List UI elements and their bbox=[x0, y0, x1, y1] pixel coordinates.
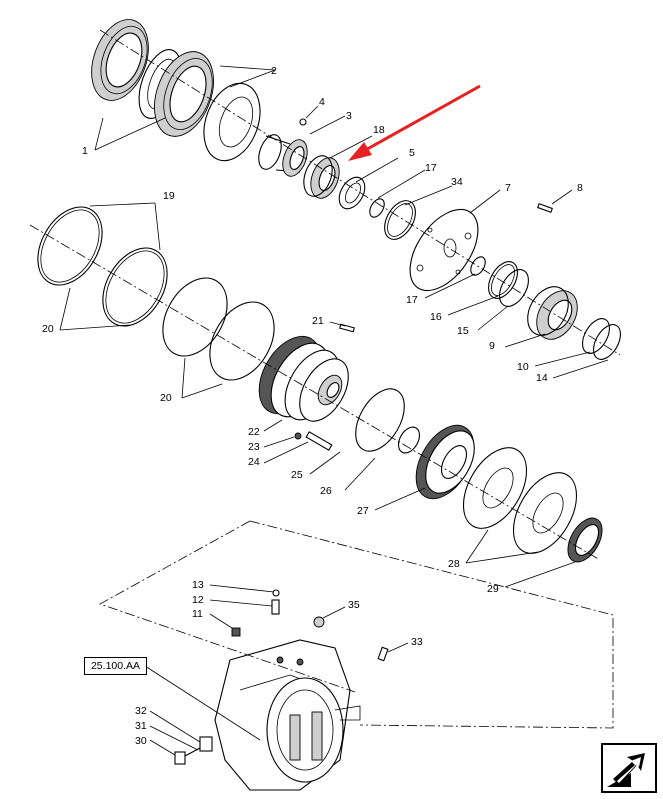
label-20-left: 20 bbox=[42, 323, 54, 335]
reference-code-box[interactable]: 25.100.AA bbox=[84, 657, 147, 675]
piston-plate-27[interactable] bbox=[404, 415, 486, 508]
label-2: 2 bbox=[271, 65, 277, 77]
o-ring-26[interactable] bbox=[346, 381, 424, 460]
label-30: 30 bbox=[135, 735, 147, 747]
disc-28b[interactable] bbox=[500, 462, 589, 564]
label-11: 11 bbox=[192, 608, 203, 620]
label-23: 23 bbox=[248, 441, 260, 453]
pin-24[interactable] bbox=[305, 431, 333, 451]
pin-4[interactable] bbox=[299, 105, 319, 126]
callout-labels: 1 2 4 3 18 5 17 34 7 8 19 17 16 15 20 21… bbox=[42, 65, 583, 747]
label-10: 10 bbox=[517, 361, 529, 373]
label-33: 33 bbox=[411, 636, 423, 648]
pin-8[interactable] bbox=[537, 189, 573, 213]
screw-30[interactable] bbox=[174, 747, 201, 765]
label-14: 14 bbox=[536, 372, 548, 384]
plug-33[interactable] bbox=[377, 646, 389, 662]
label-31: 31 bbox=[135, 720, 147, 732]
label-21: 21 bbox=[312, 315, 324, 327]
label-34: 34 bbox=[451, 176, 463, 188]
label-32: 32 bbox=[135, 705, 147, 717]
leaders-26-29 bbox=[344, 457, 576, 588]
o-ring-34[interactable] bbox=[378, 195, 422, 244]
leaders-21-25 bbox=[263, 321, 346, 475]
label-17-top: 17 bbox=[425, 162, 437, 174]
label-22: 22 bbox=[248, 426, 260, 438]
label-15: 15 bbox=[457, 325, 469, 337]
label-1: 1 bbox=[82, 145, 88, 157]
screw-23[interactable] bbox=[294, 432, 302, 440]
o-ring-14[interactable] bbox=[588, 320, 626, 364]
ring-5[interactable] bbox=[334, 173, 370, 213]
bearing-9[interactable] bbox=[519, 279, 585, 346]
label-5: 5 bbox=[409, 147, 415, 159]
label-25: 25 bbox=[291, 469, 303, 481]
o-ring-16[interactable] bbox=[483, 257, 524, 304]
leaders-1-2 bbox=[94, 65, 276, 151]
label-24: 24 bbox=[248, 456, 260, 468]
piston-22[interactable] bbox=[246, 326, 358, 430]
label-12: 12 bbox=[192, 594, 204, 606]
label-19: 19 bbox=[163, 190, 175, 202]
o-ring-10[interactable] bbox=[577, 314, 615, 358]
plate-7[interactable] bbox=[396, 197, 491, 302]
housing[interactable] bbox=[214, 639, 361, 791]
label-18: 18 bbox=[373, 124, 385, 136]
label-3: 3 bbox=[346, 110, 352, 122]
label-26: 26 bbox=[320, 485, 332, 497]
snap-ring-29[interactable] bbox=[561, 512, 609, 568]
friction-disc-1[interactable] bbox=[81, 12, 159, 109]
large-ring-20a[interactable] bbox=[150, 267, 240, 368]
return-navigation-button[interactable] bbox=[601, 743, 657, 793]
label-17-mid: 17 bbox=[406, 294, 418, 306]
label-7: 7 bbox=[505, 182, 511, 194]
o-ring-15[interactable] bbox=[494, 265, 535, 312]
label-35: 35 bbox=[348, 599, 360, 611]
return-arrow-icon bbox=[607, 753, 645, 787]
label-16: 16 bbox=[430, 311, 442, 323]
plug-35[interactable] bbox=[313, 616, 325, 628]
snap-ring-17a[interactable] bbox=[367, 196, 387, 219]
leaders-19-20 bbox=[59, 202, 223, 399]
pin-21[interactable] bbox=[339, 323, 355, 333]
leaders-housing bbox=[144, 584, 409, 756]
label-13: 13 bbox=[192, 579, 204, 591]
steel-disc-2b[interactable] bbox=[194, 76, 270, 169]
label-29: 29 bbox=[487, 583, 499, 595]
leaders-7-14 bbox=[424, 189, 609, 379]
bearing-18[interactable] bbox=[299, 152, 345, 202]
label-28: 28 bbox=[448, 558, 460, 570]
large-ring-19a[interactable] bbox=[25, 196, 115, 297]
label-20-right: 20 bbox=[160, 392, 172, 404]
leaders-3-34 bbox=[309, 115, 453, 206]
disc-28a[interactable] bbox=[450, 437, 539, 539]
label-4: 4 bbox=[319, 96, 325, 108]
fitting-12-13[interactable] bbox=[271, 589, 280, 615]
highlight-arrow bbox=[348, 84, 481, 161]
reference-code: 25.100.AA bbox=[90, 660, 141, 672]
large-ring-20b[interactable] bbox=[197, 291, 287, 392]
label-8: 8 bbox=[577, 182, 583, 194]
plug-11[interactable] bbox=[231, 627, 241, 637]
bearing-sleeve-3[interactable] bbox=[254, 132, 311, 180]
label-9: 9 bbox=[489, 340, 495, 352]
bracket-31[interactable] bbox=[199, 736, 213, 752]
label-27: 27 bbox=[357, 505, 369, 517]
